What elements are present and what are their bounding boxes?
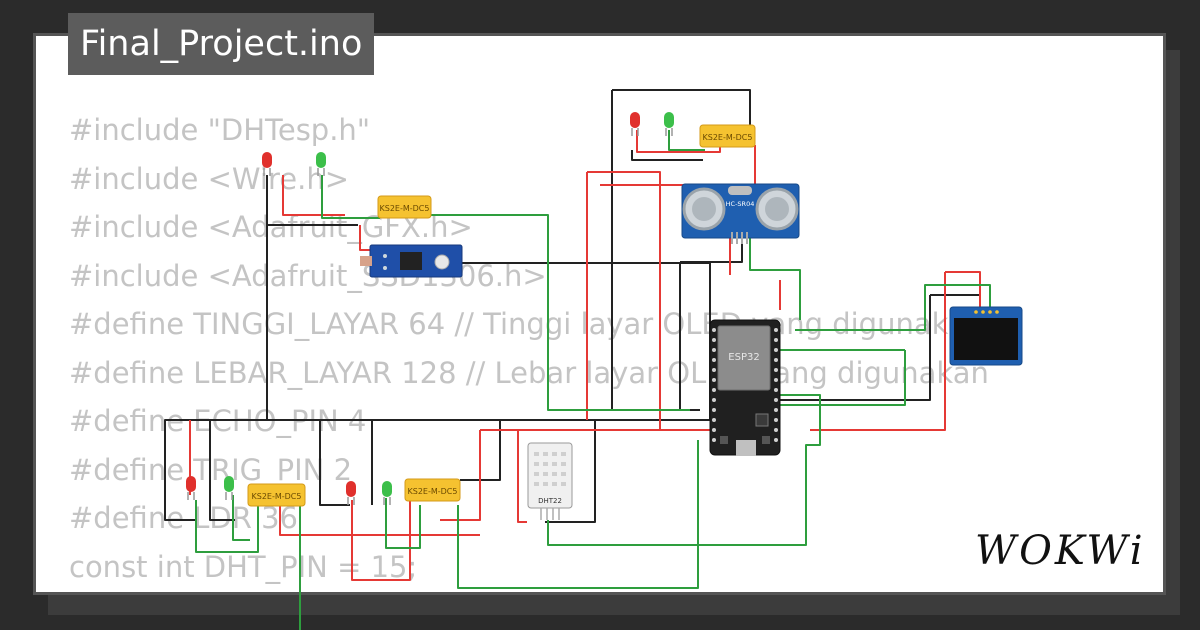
svg-text:KS2E-M-DC5: KS2E-M-DC5: [408, 487, 458, 496]
dht22-sensor: DHT22: [527, 442, 573, 520]
oled-display: [949, 306, 1023, 366]
led-red-top-right: [630, 112, 640, 136]
led-green-bottom-middle: [382, 481, 392, 505]
svg-text:HC-SR04: HC-SR04: [726, 200, 755, 208]
svg-text:KS2E-M-DC5: KS2E-M-DC5: [703, 133, 753, 142]
svg-text:KS2E-M-DC5: KS2E-M-DC5: [252, 492, 302, 501]
wokwi-logo: WOKWi: [975, 528, 1146, 574]
relay-top-right: KS2E-M-DC5: [699, 124, 756, 148]
led-green-top-right: [664, 112, 674, 136]
svg-text:KS2E-M-DC5: KS2E-M-DC5: [380, 204, 430, 213]
svg-text:DHT22: DHT22: [538, 497, 562, 505]
led-red-top-left: [262, 152, 272, 176]
project-title: Final_Project.ino: [68, 13, 375, 75]
led-red-bottom-middle: [346, 481, 356, 505]
led-red-bottom-left: [186, 476, 196, 500]
relay-bottom-middle: KS2E-M-DC5: [404, 478, 461, 502]
relay-top-left: KS2E-M-DC5: [377, 195, 432, 219]
wires-green: [195, 130, 991, 630]
ldr-sensor-module: [360, 244, 463, 278]
led-green-top-left: [316, 152, 326, 176]
svg-text:ESP32: ESP32: [728, 352, 759, 363]
code-line: #define TRIG_PIN 2: [69, 452, 353, 487]
led-green-bottom-left: [224, 476, 234, 500]
esp32-board: ESP32: [709, 319, 781, 456]
code-line: const int DHT_PIN = 15;: [69, 549, 418, 584]
relay-bottom-left: KS2E-M-DC5: [247, 483, 306, 507]
code-line: #include "DHTesp.h": [69, 113, 371, 147]
ultrasonic-sensor: HC-SR04: [681, 183, 800, 244]
code-line: #include <Wire.h>: [69, 161, 350, 196]
wires-red: [189, 130, 981, 581]
